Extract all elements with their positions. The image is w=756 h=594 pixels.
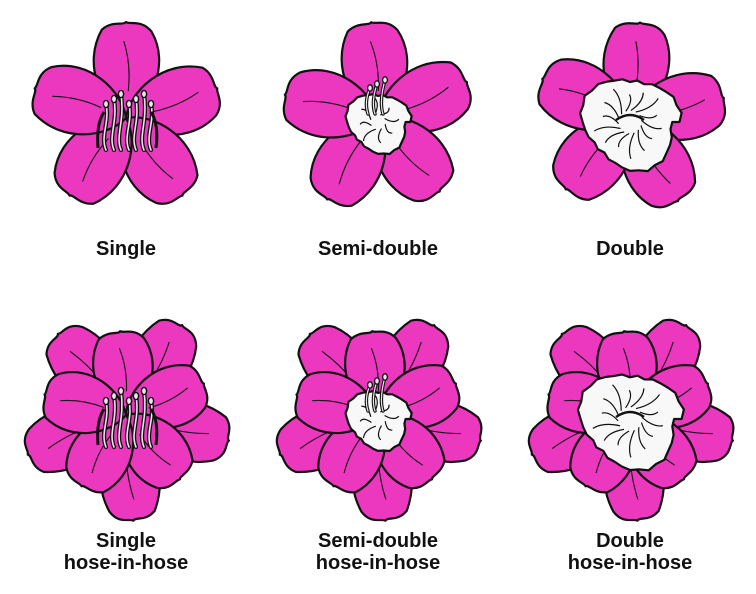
label-line: Double (504, 238, 756, 260)
label-line: hose-in-hose (504, 552, 756, 574)
label-line: hose-in-hose (252, 552, 504, 574)
label-double: Double (504, 238, 756, 260)
flower-semi-double-hose-in-hose-illustration (252, 297, 504, 527)
label-line: Semi-double (252, 530, 504, 552)
flower-semi-double-illustration (252, 0, 504, 230)
flower-cell-double: Double (504, 0, 756, 297)
label-line: Double (504, 530, 756, 552)
flower-cell-semi-double-hose-in-hose: Semi-double hose-in-hose (252, 297, 504, 594)
flower-cell-double-hose-in-hose: Double hose-in-hose (504, 297, 756, 594)
label-semi-double: Semi-double (252, 238, 504, 260)
flower-cell-single-hose-in-hose: Single hose-in-hose (0, 297, 252, 594)
label-line: hose-in-hose (0, 552, 252, 574)
flower-single-hose-in-hose-illustration (0, 297, 252, 527)
flower-cell-semi-double: Semi-double (252, 0, 504, 297)
label-line: Single (0, 238, 252, 260)
label-single: Single (0, 238, 252, 260)
flower-double-illustration (504, 0, 756, 230)
flower-double-hose-in-hose-illustration (504, 297, 756, 527)
label-line: Semi-double (252, 238, 504, 260)
flower-cell-single: Single (0, 0, 252, 297)
label-line: Single (0, 530, 252, 552)
flower-single-illustration (0, 0, 252, 230)
label-semi-double-hose-in-hose: Semi-double hose-in-hose (252, 530, 504, 574)
label-single-hose-in-hose: Single hose-in-hose (0, 530, 252, 574)
label-double-hose-in-hose: Double hose-in-hose (504, 530, 756, 574)
